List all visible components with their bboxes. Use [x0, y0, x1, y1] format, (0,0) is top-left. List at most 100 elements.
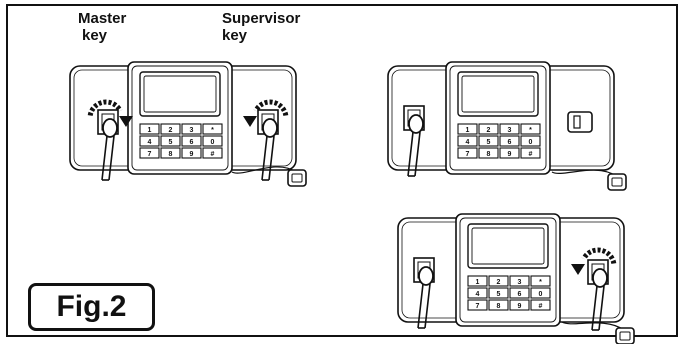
- panel-a-key-label-8: 8: [169, 151, 173, 158]
- panel-a-master-turn-arrow: [87, 99, 123, 117]
- panel-c-key-7: [467, 299, 488, 311]
- panel-c-key-#: [530, 299, 551, 311]
- panel-b-key-6: [499, 135, 520, 147]
- panel-a-key-5: [160, 135, 181, 147]
- panel-c-supervisor-turn-arrow: [581, 247, 617, 265]
- panel-a-key-label-0: 0: [211, 139, 215, 146]
- panel-b-key-7: [457, 147, 478, 159]
- panel-a-key-label-7: 7: [148, 151, 152, 158]
- panel-a-key-9: [181, 147, 202, 159]
- panel-b-key-5: [478, 135, 499, 147]
- panel-b-key-4: [457, 135, 478, 147]
- panel-c-key-label-8: 8: [497, 303, 501, 310]
- panel-b-empty-keyhole-slot: [573, 115, 581, 129]
- panel-c-key-label-7: 7: [476, 303, 480, 310]
- panel-a-key-label-1: 1: [148, 127, 152, 134]
- panel-c-key-label-5: 5: [497, 291, 501, 298]
- panel-a-key-label-5: 5: [169, 139, 173, 146]
- panel-a-key-1: [139, 123, 160, 135]
- panel-a-key-6: [181, 135, 202, 147]
- panel-c-key-label-#: #: [539, 303, 543, 310]
- panel-a-key-label-#: #: [211, 151, 215, 158]
- panel-b-key-label-#: #: [529, 151, 533, 158]
- panel-b-key-label-4: 4: [466, 139, 470, 146]
- panel-c-key-label-9: 9: [518, 303, 522, 310]
- panel-b-key-label-5: 5: [487, 139, 491, 146]
- panel-a-key-7: [139, 147, 160, 159]
- panel-b-key-label-6: 6: [508, 139, 512, 146]
- panel-b-key-ring-cord: [551, 169, 617, 177]
- panel-b-master-key-shaft: [407, 131, 421, 177]
- panel-c-key-8: [488, 299, 509, 311]
- panel-b-key-0: [520, 135, 541, 147]
- panel-b-key-9: [499, 147, 520, 159]
- panel-c-key-4: [467, 287, 488, 299]
- panel-c-key-label-4: 4: [476, 291, 480, 298]
- panel-a-key-ring-cord: [231, 166, 297, 174]
- panel-a-key-8: [160, 147, 181, 159]
- panel-a-key-label-9: 9: [190, 151, 194, 158]
- panel-a-display: [139, 71, 221, 117]
- panel-a-master-turn-arrow-head: [119, 116, 133, 127]
- panel-c-key-9: [509, 299, 530, 311]
- panel-a-key-label-6: 6: [190, 139, 194, 146]
- panel-a-housing-inner: [131, 65, 229, 171]
- panel-b-key-label-3: 3: [508, 127, 512, 134]
- figure-caption: Fig.2: [28, 283, 155, 331]
- panel-c-supervisor-turn-arrow-head: [571, 264, 585, 275]
- panel-a-key-3: [181, 123, 202, 135]
- panel-a-display-glass: [143, 75, 217, 113]
- master-key-label-line1: Master: [78, 10, 127, 27]
- panel-c-key-tag: [615, 327, 635, 344]
- panel-b-display: [457, 71, 539, 117]
- panel-a-key-2: [160, 123, 181, 135]
- panel-c-key-tag-inner: [619, 331, 631, 341]
- panel-c-key-3: [509, 275, 530, 287]
- panel-c-key-6: [509, 287, 530, 299]
- panel-b-housing-inner: [449, 65, 547, 171]
- panel-b-key-label-8: 8: [487, 151, 491, 158]
- panel-b-key-label-1: 1: [466, 127, 470, 134]
- panel-b-key-label-9: 9: [508, 151, 512, 158]
- panel-c-key-label-2: 2: [497, 279, 501, 286]
- panel-a-key-label-2: 2: [169, 127, 173, 134]
- panel-a-key-*: [202, 123, 223, 135]
- panel-c-display: [467, 223, 549, 269]
- panel-b-key-8: [478, 147, 499, 159]
- panel-c-master-key-shaft: [417, 283, 431, 329]
- panel-a-key-label-3: 3: [190, 127, 194, 134]
- panel-c-key-label-1: 1: [476, 279, 480, 286]
- panel-b-key-#: [520, 147, 541, 159]
- panel-c-key-*: [530, 275, 551, 287]
- panel-a-key-tag: [287, 169, 307, 187]
- panel-b-key-tag: [607, 173, 627, 191]
- panel-b-key-1: [457, 123, 478, 135]
- panel-b-key-label-*: *: [529, 127, 532, 134]
- panel-c-display-glass: [471, 227, 545, 265]
- panel-a-key-label-4: 4: [148, 139, 152, 146]
- panel-c-key-label-3: 3: [518, 279, 522, 286]
- panel-a-key-tag-inner: [291, 173, 303, 183]
- panel-c-key-5: [488, 287, 509, 299]
- supervisor-key-label-line2: key: [222, 27, 248, 44]
- panel-c-supervisor-key-head: [592, 268, 608, 288]
- panel-a-key-4: [139, 135, 160, 147]
- master-key-label-line2: key: [82, 27, 108, 44]
- panel-b-display-glass: [461, 75, 535, 113]
- panel-a-supervisor-turn-arrow: [253, 99, 289, 117]
- panel-c-housing-inner: [459, 217, 557, 323]
- panel-c-key-label-*: *: [539, 279, 542, 286]
- master-key-label: Master key: [78, 10, 126, 44]
- panel-b-master-key-head: [408, 114, 424, 134]
- lock-panel-a: 1 2 3 * 4 5 6 0 7 8 9 #: [69, 61, 307, 187]
- panel-b-key-label-7: 7: [466, 151, 470, 158]
- supervisor-key-label-line1: Supervisor: [222, 10, 301, 27]
- panel-a-supervisor-turn-arrow-head: [243, 116, 257, 127]
- panel-a-supervisor-key-shaft: [261, 135, 275, 181]
- panel-b-key-3: [499, 123, 520, 135]
- panel-a-key-label-*: *: [211, 127, 214, 134]
- panel-b-key-tag-inner: [611, 177, 623, 187]
